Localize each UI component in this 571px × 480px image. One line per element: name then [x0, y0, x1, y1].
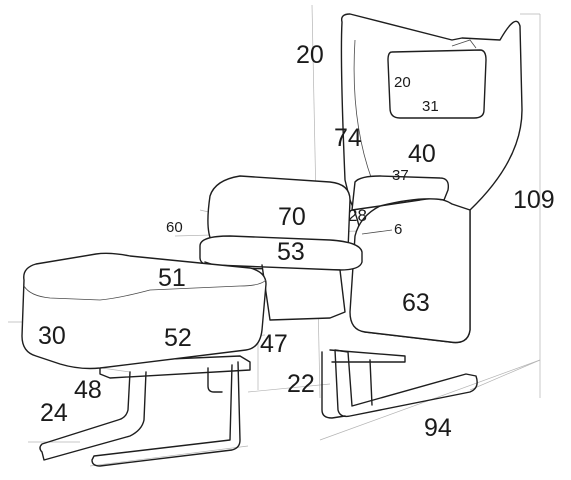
wing-chair [199, 13, 523, 419]
dimension-footstool-width: 52 [164, 324, 192, 352]
dimension-side-height: 63 [402, 289, 430, 317]
dimension-footstool-base: 48 [74, 376, 102, 404]
dimension-back-height: 74 [334, 124, 362, 152]
dimension-back-width: 40 [408, 140, 436, 168]
dimension-footstool-height: 24 [40, 399, 68, 427]
dimension-total-height: 109 [513, 186, 555, 214]
dimension-headrest-top: 20 [296, 41, 324, 69]
dimension-arm-thickness: 28 [348, 206, 367, 225]
footstool [21, 252, 267, 467]
dimension-base-width: 22 [287, 370, 315, 398]
dimension-seat-height: 47 [260, 330, 288, 358]
dimension-seat-depth: 53 [277, 238, 305, 266]
dimension-total-depth: 94 [424, 414, 452, 442]
dimension-pillow-height: 20 [394, 74, 411, 91]
dimension-inner-back-width: 37 [392, 167, 409, 184]
dimension-arm-height-left: 60 [166, 219, 183, 236]
dimension-footstool-depth: 30 [38, 322, 66, 350]
dimension-labels: 20 20 31 74 40 37 109 70 28 6 60 53 63 5… [38, 41, 555, 442]
dimension-pillow-width: 31 [422, 98, 439, 115]
dimension-footstool-top: 51 [158, 264, 186, 292]
dimension-arm-width: 6 [394, 221, 402, 238]
dimension-arm-length: 70 [278, 203, 306, 231]
